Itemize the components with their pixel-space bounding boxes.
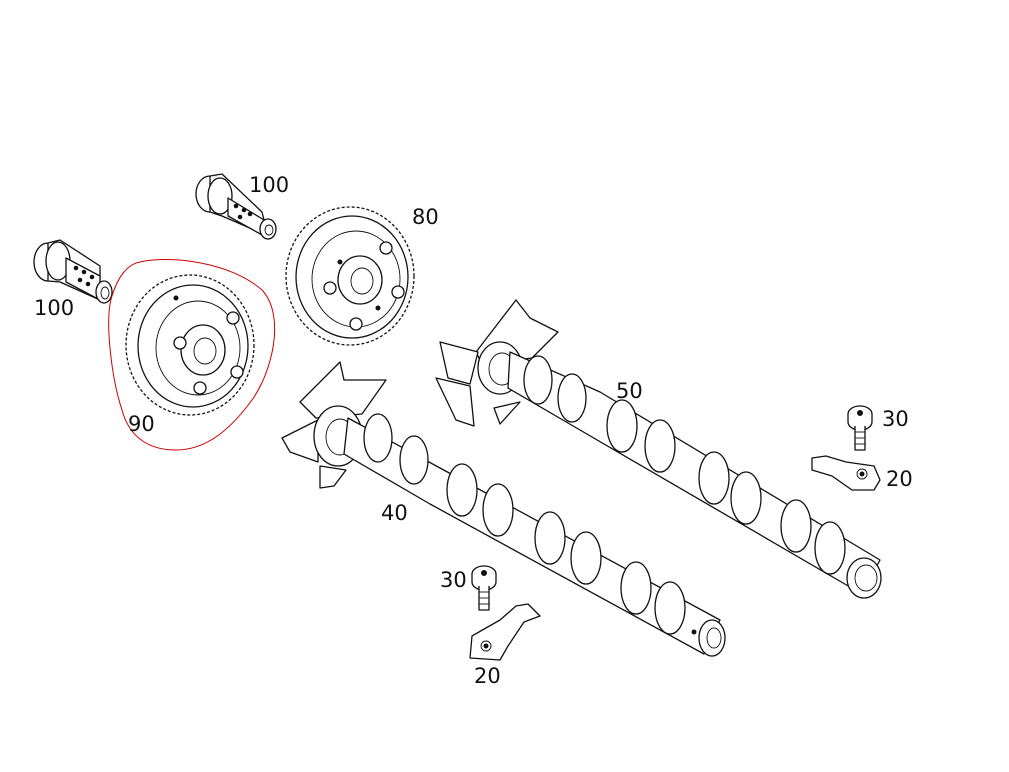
label-bolt-right: 30 bbox=[882, 407, 909, 431]
camshaft-adjuster-intake[interactable] bbox=[125, 274, 255, 416]
bracket-center[interactable] bbox=[469, 603, 541, 661]
label-solenoid-top: 100 bbox=[249, 173, 289, 197]
bracket-right[interactable] bbox=[811, 455, 881, 491]
label-bracket-center: 20 bbox=[474, 664, 501, 688]
solenoid-valve-left[interactable] bbox=[33, 239, 113, 304]
label-bracket-right: 20 bbox=[886, 467, 913, 491]
camshaft-adjuster-exhaust[interactable] bbox=[285, 206, 415, 346]
label-camshaft-exhaust: 50 bbox=[616, 379, 643, 403]
camshaft-exhaust[interactable] bbox=[435, 299, 882, 599]
camshaft-intake[interactable] bbox=[281, 361, 726, 657]
bolt-right[interactable] bbox=[847, 405, 873, 451]
label-camshaft-intake: 40 bbox=[381, 501, 408, 525]
label-solenoid-left: 100 bbox=[34, 296, 74, 320]
bolt-center[interactable] bbox=[471, 565, 497, 611]
label-bolt-center: 30 bbox=[440, 568, 467, 592]
solenoid-valve-top[interactable] bbox=[195, 173, 277, 240]
label-adjuster-exhaust: 80 bbox=[412, 205, 439, 229]
label-adjuster-intake: 90 bbox=[128, 412, 155, 436]
highlight-outline bbox=[108, 258, 276, 451]
